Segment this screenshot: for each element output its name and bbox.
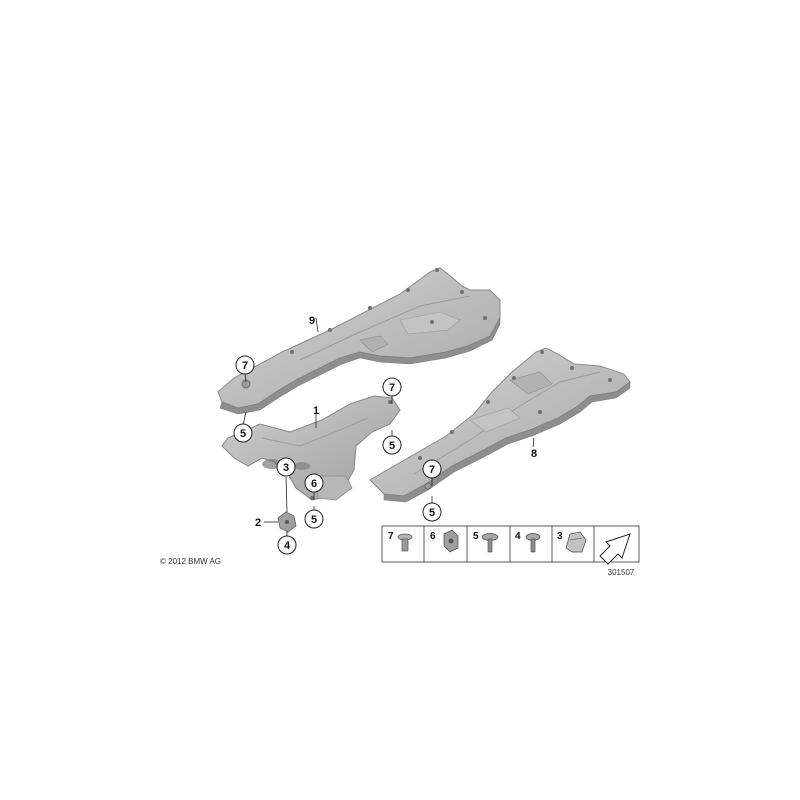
callout-6: 6 (304, 473, 324, 493)
label-part-1: 1 (313, 405, 319, 417)
svg-text:7: 7 (242, 360, 248, 372)
legend-label-5: 5 (473, 531, 479, 542)
svg-text:5: 5 (240, 428, 246, 440)
spring-clip-icon (565, 531, 587, 553)
callout-4: 4 (277, 535, 297, 555)
label-part-8: 8 (531, 448, 537, 460)
callout-7-mid: 7 (382, 377, 402, 397)
svg-text:5: 5 (389, 440, 395, 452)
svg-text:7: 7 (429, 464, 435, 476)
callout-3: 3 (276, 457, 296, 477)
nut-icon (443, 529, 459, 553)
screw-icon (481, 533, 499, 553)
svg-text:5: 5 (311, 514, 317, 526)
svg-text:5: 5 (429, 507, 435, 519)
legend-label-4: 4 (515, 531, 521, 542)
expanding-rivet-icon (397, 533, 413, 552)
legend-label-6: 6 (430, 531, 436, 542)
svg-text:7: 7 (389, 382, 395, 394)
label-part-9: 9 (309, 315, 315, 327)
callout-5-right: 5 (422, 502, 442, 522)
copyright-notice: © 2012 BMW AG (160, 557, 221, 566)
legend-label-3: 3 (557, 531, 563, 542)
direction-arrow-icon (599, 533, 631, 565)
svg-text:4: 4 (284, 540, 291, 552)
legend-label-7: 7 (388, 531, 394, 542)
svg-text:3: 3 (283, 462, 289, 474)
fastener-legend: 7 6 5 4 3 (381, 525, 640, 565)
clip-icon (277, 511, 297, 533)
label-part-2: 2 (255, 517, 261, 529)
underbody-panel-left-icon (217, 267, 501, 415)
callout-5-mid: 5 (382, 435, 402, 455)
callout-5-lower: 5 (304, 509, 324, 529)
screw-collar-icon (525, 533, 541, 553)
image-number: 301507 (608, 568, 635, 577)
callout-5-left: 5 (233, 423, 253, 443)
svg-text:6: 6 (311, 478, 317, 490)
underbody-panel-right-icon (369, 347, 631, 503)
callout-7-right: 7 (422, 459, 442, 479)
callout-7-left: 7 (235, 355, 255, 375)
